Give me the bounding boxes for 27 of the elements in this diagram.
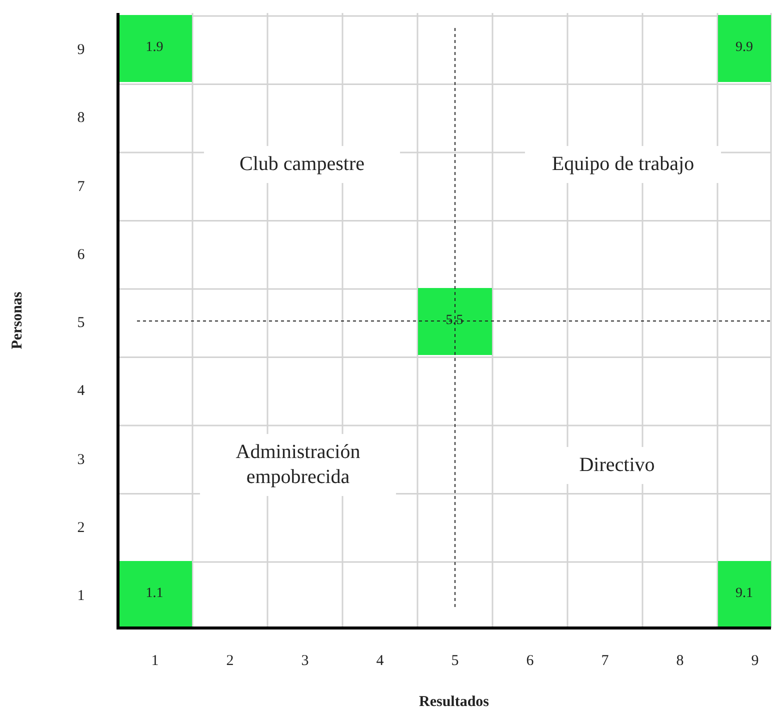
tick-label: 4 <box>375 652 385 670</box>
tick-label: 8 <box>675 652 685 670</box>
tick-label: 9 <box>76 41 86 59</box>
tick-label: 1 <box>150 652 160 670</box>
score-cell: 9.1 <box>718 560 771 628</box>
quadrant-label: Club campestre <box>204 146 400 182</box>
tick-label: 7 <box>76 178 86 196</box>
quadrant-label: Administración empobrecida <box>200 434 396 496</box>
tick-label: 5 <box>450 652 460 670</box>
axis-title: Resultados <box>419 694 490 711</box>
tick-label: 5 <box>76 314 86 332</box>
tick-label: 1 <box>76 587 86 605</box>
tick-label: 8 <box>76 109 86 128</box>
tick-label: 2 <box>76 518 86 537</box>
score-cell: 9.9 <box>718 14 771 82</box>
tick-label: 9 <box>750 652 760 670</box>
tick-label: 6 <box>525 652 535 670</box>
score-cell: 1.1 <box>118 560 192 628</box>
tick-label: 3 <box>300 652 310 670</box>
quadrant-label: Equipo de trabajo <box>525 146 721 182</box>
tick-label: 4 <box>76 382 86 400</box>
tick-label: 2 <box>225 652 235 670</box>
tick-label: 7 <box>600 652 610 670</box>
score-cell: 1.9 <box>118 14 192 82</box>
axis-title: Personas <box>9 291 26 349</box>
tick-label: 3 <box>76 450 86 468</box>
tick-label: 6 <box>76 246 86 264</box>
